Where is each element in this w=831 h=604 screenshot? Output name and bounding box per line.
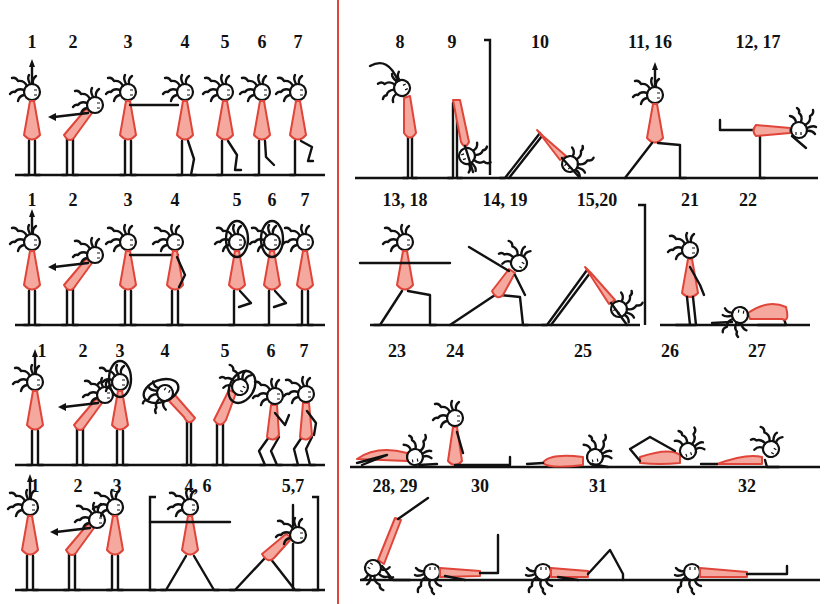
bracket (150, 40, 645, 590)
step-number: 2 (69, 191, 78, 209)
pose-figure (630, 425, 707, 464)
pose-figure (150, 490, 230, 590)
pose-figure (106, 75, 178, 175)
pose-figure (433, 401, 510, 465)
step-number: 6 (258, 33, 267, 51)
divider-line (337, 0, 339, 604)
pose-figure (139, 375, 196, 465)
step-number: 1 (31, 477, 40, 495)
pose-figure (276, 75, 313, 175)
step-number: 12, 17 (736, 33, 781, 51)
pose-figure (13, 349, 43, 465)
pose-figure (720, 108, 816, 178)
pose-figure (212, 361, 261, 465)
step-number: 5 (221, 342, 230, 360)
pose-figure (215, 221, 251, 325)
step-number: 8 (396, 33, 405, 51)
step-number: 25 (574, 342, 592, 360)
step-number: 1 (28, 191, 37, 209)
step-number: 15,20 (577, 191, 618, 209)
step-number: 22 (739, 191, 757, 209)
pose-figure (203, 75, 241, 175)
pose-figure (48, 238, 103, 325)
pose-figure (542, 267, 646, 326)
step-number: 6 (267, 342, 276, 360)
pose-figure (240, 75, 274, 175)
step-number: 1 (38, 342, 47, 360)
step-number: 7 (294, 33, 303, 51)
step-number: 9 (448, 33, 457, 51)
pose-figure (253, 379, 289, 465)
step-number: 7 (301, 191, 310, 209)
step-number: 32 (738, 477, 756, 495)
pose-figure (283, 225, 313, 325)
step-number: 3 (113, 477, 122, 495)
pose-figure (415, 535, 498, 594)
step-number: 27 (748, 342, 766, 360)
pose-figure (668, 233, 704, 325)
pose-figure (370, 63, 417, 178)
step-number: 10 (531, 33, 549, 51)
pose-figure (48, 88, 103, 175)
pose-figure (712, 304, 787, 338)
step-number: 2 (79, 342, 88, 360)
step-number: 4 (171, 191, 180, 209)
step-number: 5 (233, 191, 242, 209)
pose-figure (93, 490, 123, 590)
step-number: 3 (116, 342, 125, 360)
pose-figure (450, 237, 534, 325)
pose-figure (50, 503, 105, 590)
step-number: 2 (69, 33, 78, 51)
pose-figure (701, 423, 786, 467)
pose-figure (153, 225, 185, 325)
pose-figure (675, 564, 787, 594)
ground-lines (15, 175, 820, 590)
pose-figure (526, 550, 623, 594)
step-number: 14, 19 (483, 191, 528, 209)
pose-figure (58, 378, 113, 465)
pose-figure (357, 432, 437, 466)
step-number: 23 (388, 342, 406, 360)
step-number: 3 (124, 33, 133, 51)
step-number: 3 (124, 191, 133, 209)
step-number: 24 (446, 342, 464, 360)
pose-figure (230, 505, 306, 590)
step-number: 4 (181, 33, 190, 51)
step-number: 30 (471, 477, 489, 495)
pose-figure (10, 59, 40, 175)
pose-figure (284, 377, 316, 465)
step-number: 28, 29 (373, 477, 418, 495)
pose-figure (10, 209, 40, 325)
step-number: 26 (661, 342, 679, 360)
step-number: 2 (74, 477, 83, 495)
step-number: 1 (28, 33, 37, 51)
pose-figure (448, 100, 493, 178)
step-number: 5,7 (282, 477, 305, 495)
pose-figure (360, 225, 450, 325)
step-number: 6 (268, 191, 277, 209)
pose-figure (527, 432, 613, 467)
step-number: 4, 6 (185, 477, 212, 495)
step-number: 5 (221, 33, 230, 51)
step-number: 11, 16 (628, 33, 672, 51)
step-number: 4 (161, 342, 170, 360)
pose-figure (163, 75, 196, 175)
step-number: 31 (589, 477, 607, 495)
step-number: 13, 18 (383, 191, 428, 209)
pose-figure (98, 361, 131, 465)
step-number: 7 (300, 342, 309, 360)
pose-figure (500, 130, 597, 181)
pose-figure (250, 221, 286, 325)
step-number: 21 (681, 191, 699, 209)
pose-figure (625, 62, 686, 178)
pose-figure (358, 498, 428, 594)
